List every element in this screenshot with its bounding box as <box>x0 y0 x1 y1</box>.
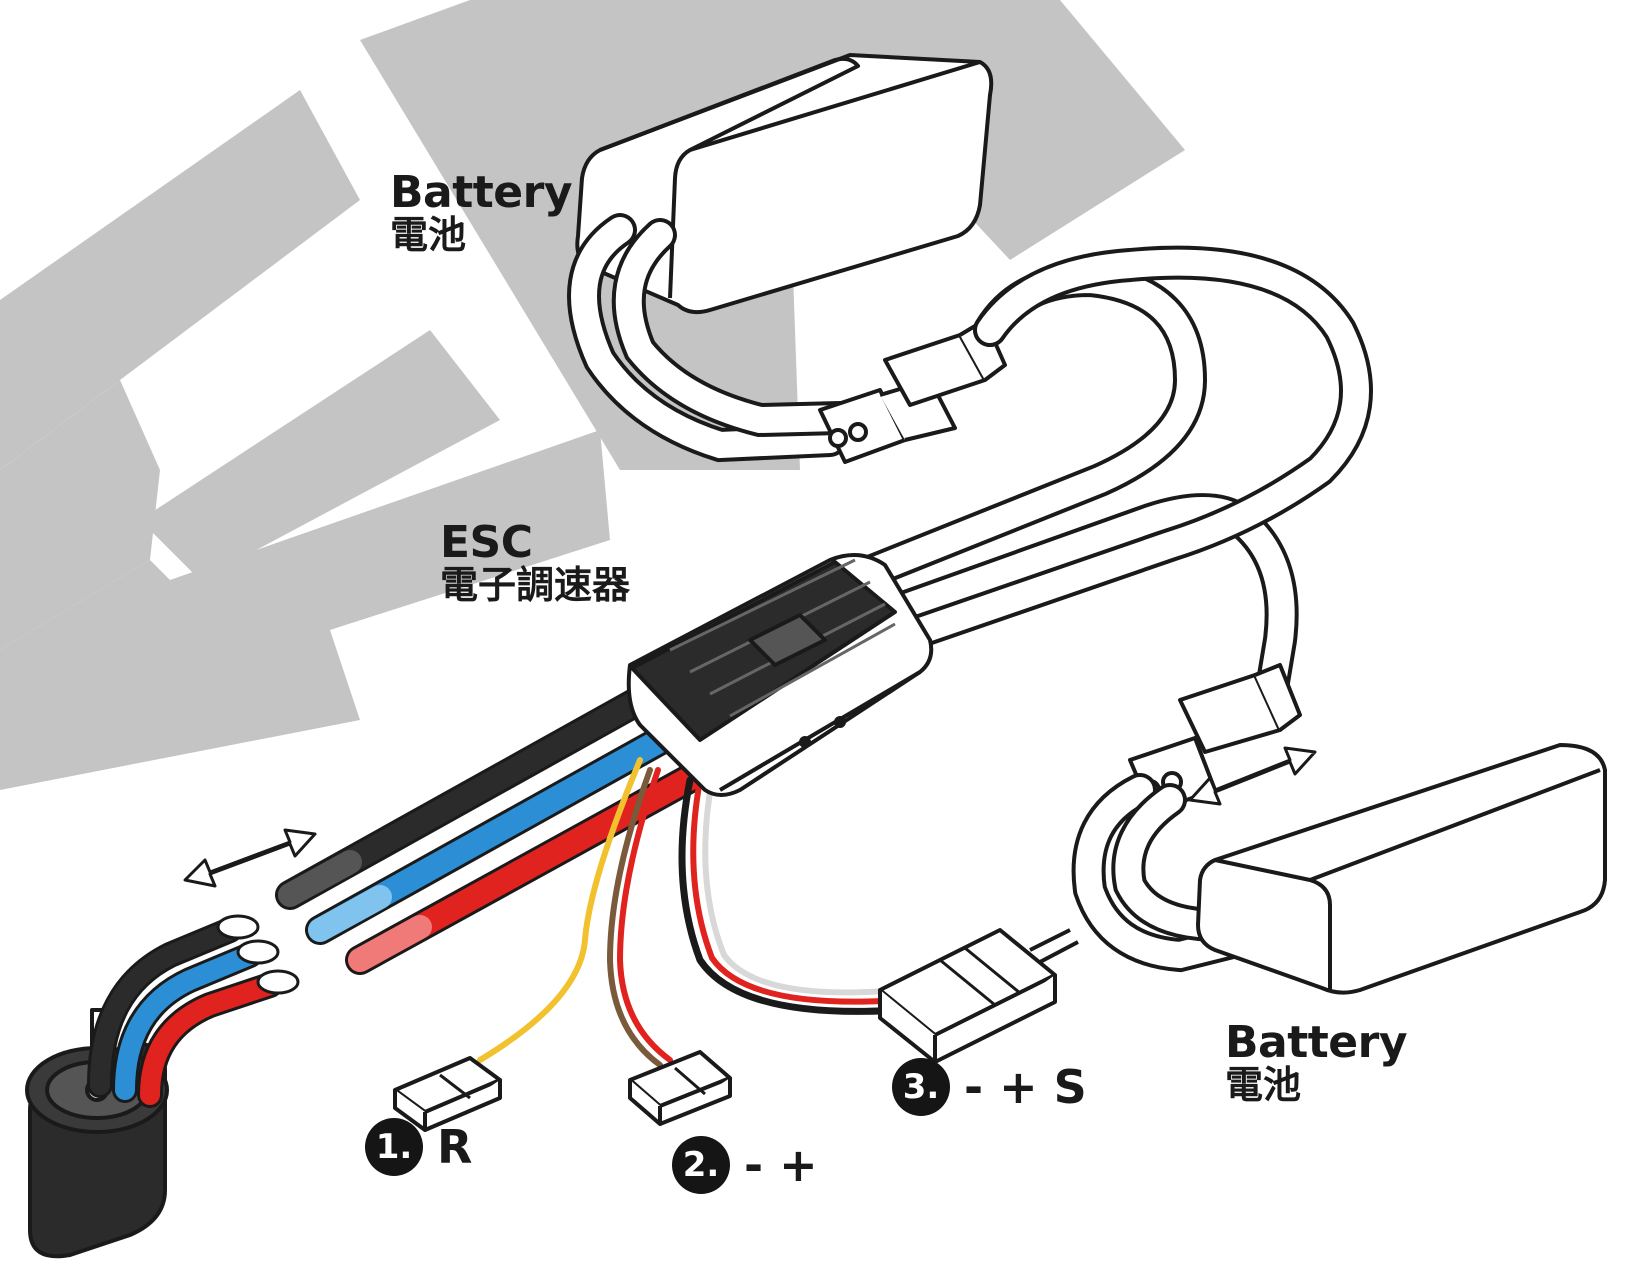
battery-top <box>575 53 994 315</box>
connector-2-pins: - + <box>744 1138 818 1192</box>
watermark-logo <box>0 0 1185 790</box>
connector-2-number: 2. <box>672 1136 730 1194</box>
battery-bottom-leads <box>1071 773 1297 973</box>
esc-phase-wires <box>275 685 720 975</box>
motor-bullet-connectors <box>216 914 300 995</box>
connector-3-pins: - + S <box>964 1060 1087 1114</box>
esc-body <box>626 553 934 797</box>
battery-top-leads <box>567 213 857 463</box>
esc-power-leads <box>833 245 1373 717</box>
battery-bottom-label: Battery 電池 <box>1225 1017 1408 1108</box>
battery-bottom <box>1196 743 1607 995</box>
connector-1-pins: R <box>437 1120 473 1174</box>
signal-wires <box>477 757 904 1068</box>
connect-arrow-top <box>1188 746 1317 806</box>
connect-arrow-motor <box>183 828 317 888</box>
receiver-connector-3 <box>878 928 1079 1064</box>
connector-3-label: 3. - + S <box>892 1058 1087 1116</box>
esc-label-zh: 電子調速器 <box>440 563 631 608</box>
battery-top-label: Battery 電池 <box>390 167 573 258</box>
motor-leads <box>87 917 283 1108</box>
battery-bottom-connector <box>1128 663 1302 814</box>
battery-top-connector <box>818 318 1007 464</box>
battery-top-label-en: Battery <box>390 167 573 218</box>
connector-3-number: 3. <box>892 1058 950 1116</box>
esc-label: ESC 電子調速器 <box>440 517 631 608</box>
receiver-connector-2 <box>628 1050 732 1126</box>
connector-1-label: 1. R <box>365 1118 472 1176</box>
connector-2-label: 2. - + <box>672 1136 818 1194</box>
esc-label-en: ESC <box>440 517 533 568</box>
connector-1-number: 1. <box>365 1118 423 1176</box>
battery-bottom-label-en: Battery <box>1225 1017 1408 1068</box>
receiver-connector-1 <box>393 1056 502 1132</box>
battery-bottom-label-zh: 電池 <box>1225 1063 1302 1108</box>
battery-top-label-zh: 電池 <box>390 213 467 258</box>
